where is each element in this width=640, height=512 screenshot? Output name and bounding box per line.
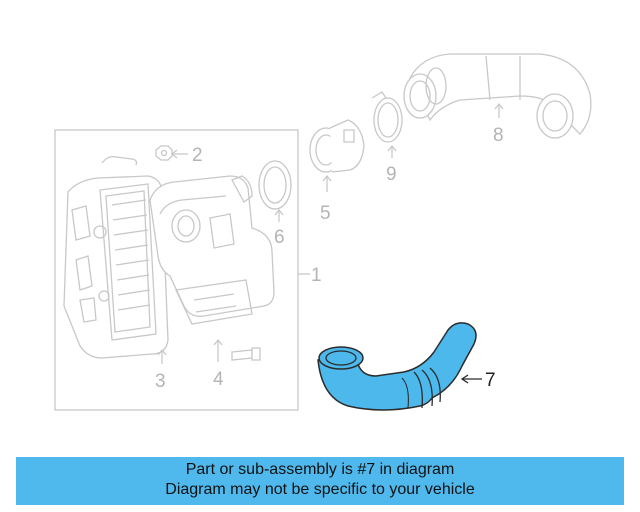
callout-label-4: 4: [213, 369, 224, 390]
assembly-frame: [54, 129, 299, 411]
part-6-seal: 6: [258, 160, 292, 248]
part-3-housing: 3: [63, 175, 169, 392]
callout-label-9: 9: [386, 164, 397, 185]
callout-label-6: 6: [274, 227, 285, 248]
callout-label-7: 7: [485, 370, 496, 391]
callout-label-1: 1: [311, 265, 322, 286]
banner-line-1: Part or sub-assembly is #7 in diagram: [185, 461, 455, 478]
part-8-intake-duct: 8: [403, 53, 592, 146]
bolt-part: [231, 347, 261, 361]
callout-label-2: 2: [192, 145, 203, 166]
banner-line-2: Diagram may not be specific to your vehi…: [165, 481, 475, 498]
part-2-nut: 2: [155, 145, 203, 166]
part-4-housing-cover: 4: [149, 175, 275, 390]
callout-1: 1: [298, 265, 322, 286]
part-9-clamp: 9: [371, 91, 403, 185]
part-7-hose: 7: [317, 322, 496, 411]
info-banner: Part or sub-assembly is #7 in diagram Di…: [16, 457, 624, 505]
part-5-sensor-housing: 5: [309, 119, 365, 224]
callout-label-5: 5: [320, 203, 331, 224]
callout-label-3: 3: [155, 371, 166, 392]
clip-part: [101, 155, 138, 166]
callout-label-8: 8: [493, 125, 504, 146]
